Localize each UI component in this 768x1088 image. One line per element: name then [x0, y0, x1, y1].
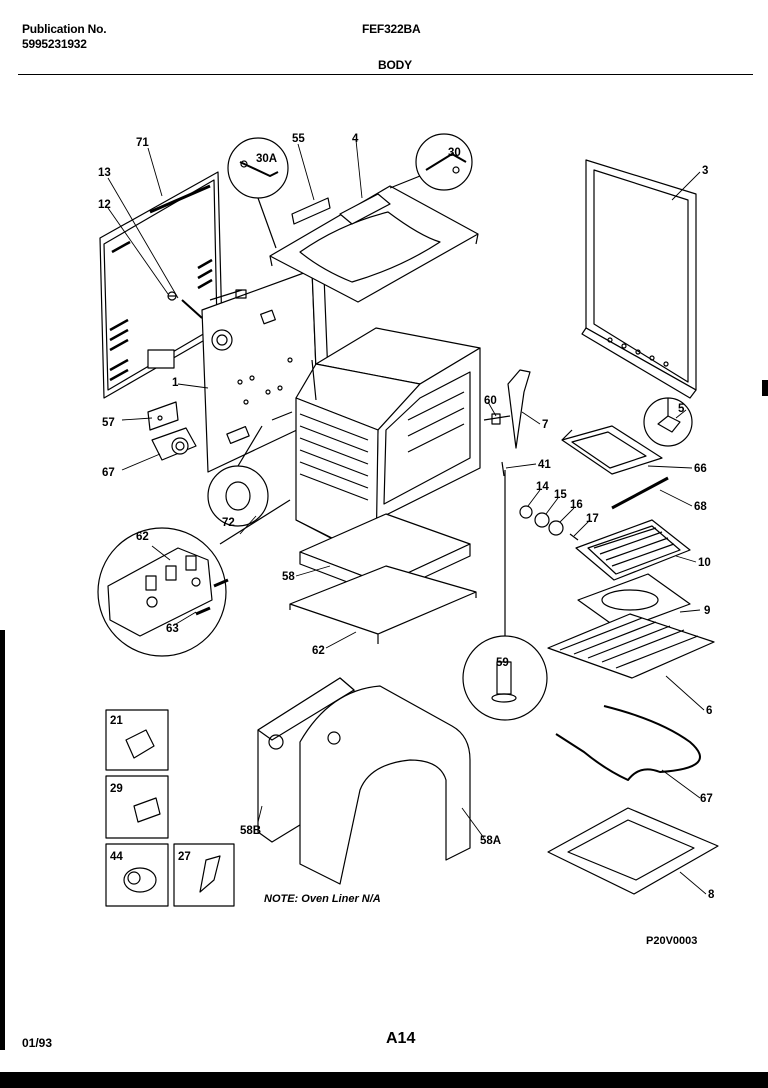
callout-66: 66 [694, 463, 707, 475]
callout-1: 1 [172, 377, 179, 389]
callout-41: 41 [538, 459, 551, 471]
oven-rack-6 [547, 613, 715, 679]
callout-72: 72 [222, 517, 235, 529]
callout-3: 3 [702, 165, 708, 177]
oven-cavity [295, 327, 481, 561]
callout-8: 8 [708, 889, 715, 901]
detail-30 [389, 133, 473, 191]
callout-57: 57 [102, 417, 115, 429]
insulation-58a [299, 685, 471, 885]
callout-labels: 71 13 12 1 57 67 30A 55 4 30 3 5 72 62 6… [98, 133, 715, 901]
callout-58a: 58A [480, 835, 501, 847]
bottom-pan-62 [289, 565, 477, 644]
inset-44 [105, 843, 169, 907]
bracket-55 [291, 197, 331, 225]
detail-72 [207, 425, 269, 527]
callout-10: 10 [698, 557, 711, 569]
callout-71: 71 [136, 137, 149, 149]
element-68 [611, 476, 669, 510]
detail-30a [227, 137, 289, 249]
screw-12 [167, 291, 177, 301]
model-number: FEF322BA [362, 22, 421, 36]
pan-9 [577, 573, 691, 631]
publication-label: Publication No. [22, 22, 107, 36]
callout-55: 55 [292, 133, 305, 145]
scan-edge-left [0, 630, 5, 1050]
callout-62-detail: 62 [136, 531, 149, 543]
callout-62: 62 [312, 645, 325, 657]
callout-29: 29 [110, 783, 123, 795]
drawing-id: P20V0003 [646, 935, 698, 947]
inset-21 [105, 709, 169, 771]
leveler-5 [643, 397, 693, 447]
screw-13 [181, 299, 203, 319]
callout-59: 59 [496, 657, 509, 669]
side-panel-3 [581, 159, 697, 399]
callout-67-right: 67 [700, 793, 713, 805]
callout-21: 21 [110, 715, 123, 727]
inset-27 [173, 843, 235, 907]
parts-60-7 [483, 369, 531, 449]
inset-29 [105, 775, 169, 839]
detail-62-63 [97, 499, 291, 657]
section-title: BODY [378, 58, 412, 72]
small-parts-41-17 [501, 461, 579, 541]
callout-68: 68 [694, 501, 707, 513]
callout-27: 27 [178, 851, 191, 863]
callout-13: 13 [98, 167, 111, 179]
broil-element-66 [561, 425, 663, 475]
callout-63: 63 [166, 623, 179, 635]
door-liner-8 [547, 807, 719, 895]
bracket-57 [147, 401, 179, 431]
callout-6: 6 [706, 705, 712, 717]
callout-4: 4 [352, 133, 359, 145]
callout-9: 9 [704, 605, 710, 617]
detail-59 [462, 470, 548, 721]
footer-date: 01/93 [22, 1036, 53, 1050]
callout-30a: 30A [256, 153, 277, 165]
callout-14: 14 [536, 481, 549, 493]
header-rule [18, 74, 753, 75]
callout-30: 30 [448, 147, 461, 159]
scan-edge-right [762, 380, 768, 396]
callout-60: 60 [484, 395, 497, 407]
scan-edge-bottom [0, 1072, 768, 1088]
bake-element-67 [555, 705, 701, 781]
callout-5: 5 [678, 403, 685, 415]
callout-58: 58 [282, 571, 295, 583]
publication-number: 5995231932 [22, 37, 87, 51]
callout-16: 16 [570, 499, 583, 511]
callout-7: 7 [542, 419, 548, 431]
callout-15: 15 [554, 489, 567, 501]
oven-liner-note: NOTE: Oven Liner N/A [264, 893, 381, 905]
callout-44: 44 [110, 851, 123, 863]
broil-pan-10 [575, 519, 691, 581]
part-67-left [151, 427, 197, 461]
top-panel [269, 185, 479, 303]
leader-lines [107, 139, 707, 895]
callout-17: 17 [586, 513, 599, 525]
callout-58b: 58B [240, 825, 261, 837]
callout-67-left: 67 [102, 467, 115, 479]
callout-12: 12 [98, 199, 111, 211]
page-number: A14 [386, 1030, 416, 1047]
